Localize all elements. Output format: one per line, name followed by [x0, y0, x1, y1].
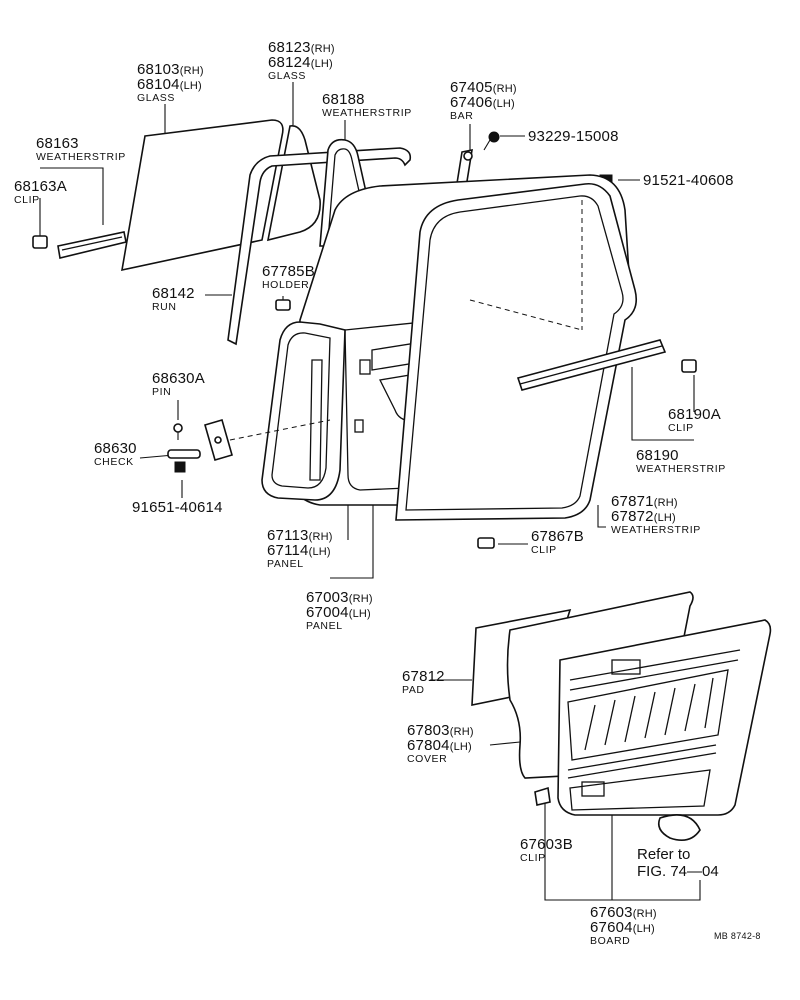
- pin-68630a-shape: [173, 423, 183, 440]
- label-67603: 67603(RH) 67604(LH) BOARD: [590, 904, 657, 947]
- label-67113: 67113(RH) 67114(LH) PANEL: [267, 527, 333, 570]
- handle-reference-shape: [657, 814, 701, 841]
- holder-67785b-shape: [275, 299, 291, 311]
- label-68630: 68630 CHECK: [94, 440, 137, 468]
- weatherstrip-68190-shape: [516, 339, 667, 391]
- label-68123: 68123(RH) 68124(LH) GLASS: [268, 39, 335, 82]
- label-68103: 68103(RH) 68104(LH) GLASS: [137, 61, 204, 104]
- inner-panel-67113-shape: [261, 321, 346, 501]
- label-91651: 91651-40614: [132, 499, 223, 516]
- label-67812: 67812 PAD: [402, 668, 445, 696]
- label-67867b: 67867B CLIP: [531, 528, 584, 556]
- label-68190: 68190 WEATHERSTRIP: [636, 447, 726, 475]
- clip-68190a-shape: [681, 359, 697, 373]
- leader-lines: [39, 82, 701, 901]
- refer-line-1: Refer to: [637, 846, 691, 863]
- label-68163: 68163 WEATHERSTRIP: [36, 135, 126, 163]
- figure-code: MB 8742-8: [714, 931, 761, 941]
- bolt-91651-shape: [174, 461, 186, 473]
- label-68188: 68188 WEATHERSTRIP: [322, 91, 412, 119]
- alignment-lines: [229, 200, 583, 441]
- label-67803: 67803(RH) 67804(LH) COVER: [407, 722, 474, 765]
- label-68142: 68142 RUN: [152, 285, 195, 313]
- weatherstrip-68163-shape: [57, 231, 127, 259]
- label-91521: 91521-40608: [643, 172, 734, 189]
- label-68163a: 68163A CLIP: [14, 178, 67, 206]
- refer-note: Refer to FIG. 74—04: [637, 846, 719, 881]
- label-68630a: 68630A PIN: [152, 370, 205, 398]
- board-grille: [584, 677, 714, 751]
- label-68190a: 68190A CLIP: [668, 406, 721, 434]
- refer-line-2: FIG. 74—04: [637, 863, 719, 881]
- run-68142-shape: [227, 147, 412, 346]
- label-67603b: 67603B CLIP: [520, 836, 573, 864]
- label-67405: 67405(RH) 67406(LH) BAR: [450, 79, 517, 122]
- label-67003: 67003(RH) 67004(LH) PANEL: [306, 589, 373, 632]
- label-67785b: 67785B HOLDER: [262, 263, 315, 291]
- weatherstrip-67871-shape: [395, 182, 638, 521]
- label-93229: 93229-15008: [528, 128, 619, 145]
- clip-67867b-shape: [477, 537, 495, 549]
- board-67603-shape: [557, 619, 772, 816]
- check-68630-shape: [167, 419, 233, 461]
- screw-93229-shape: [483, 131, 500, 151]
- clip-68163a-shape: [32, 235, 48, 249]
- clip-67603b-shape: [534, 786, 551, 806]
- label-67871: 67871(RH) 67872(LH) WEATHERSTRIP: [611, 493, 701, 536]
